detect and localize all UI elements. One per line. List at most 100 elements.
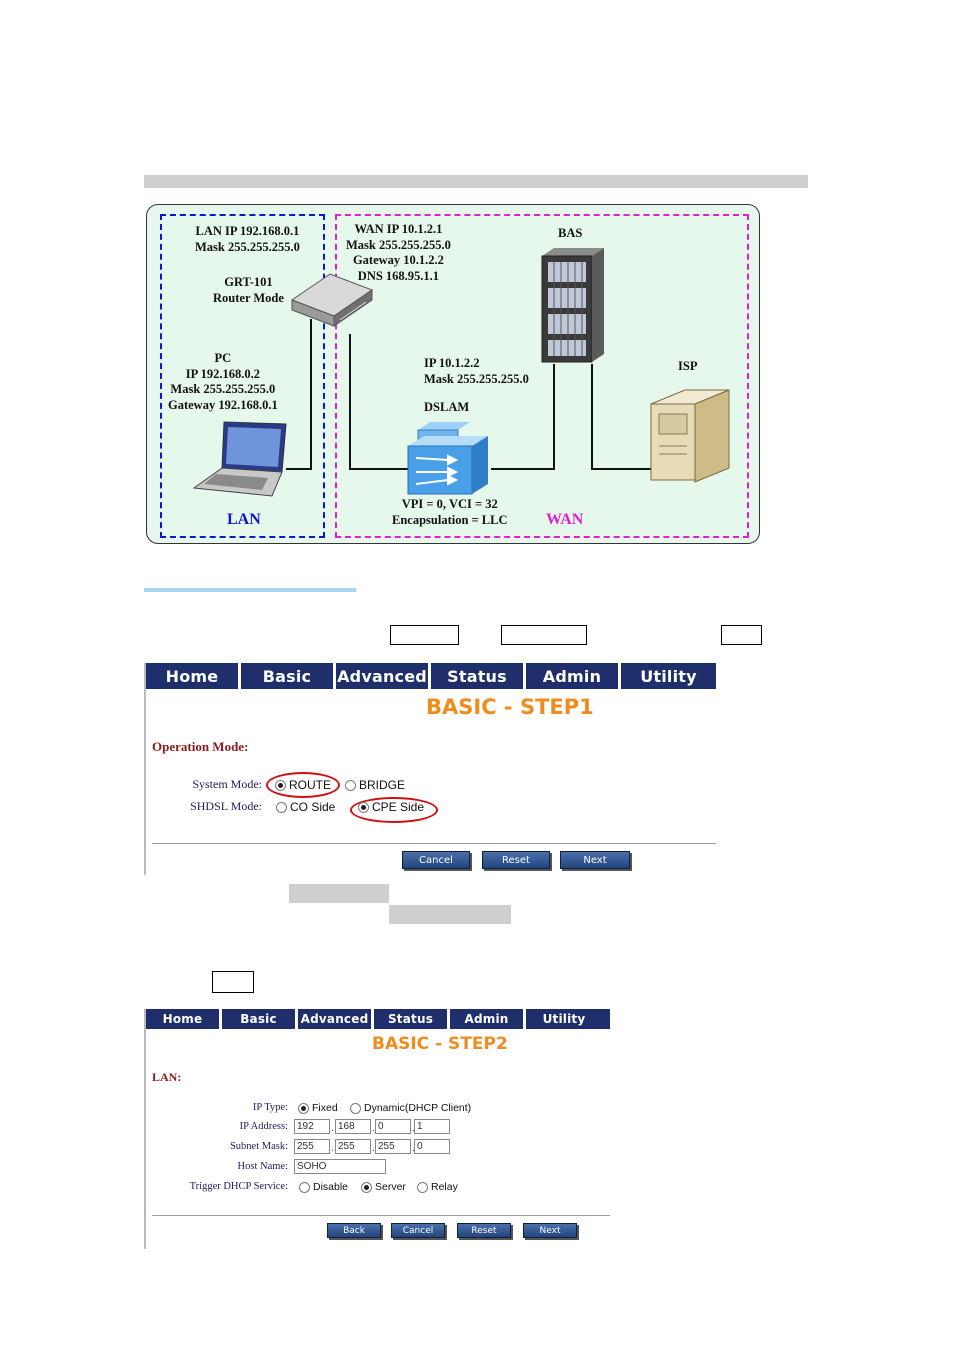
radio-icon (345, 779, 356, 791)
nav-utility[interactable]: Utility (542, 1012, 586, 1026)
wan-zone (335, 214, 749, 538)
ip-address-octet-3[interactable]: 0 (375, 1119, 411, 1134)
shdsl-mode-cpe-side[interactable]: CPE Side (358, 800, 424, 814)
section-header-bar (144, 175, 808, 188)
router-dslam-link (349, 334, 408, 470)
cancel-button[interactable]: Cancel (391, 1223, 445, 1238)
nav-home[interactable]: Home (146, 1009, 222, 1029)
dot-separator: . (331, 1123, 334, 1134)
nav-status[interactable]: Status (431, 663, 526, 689)
pc-router-link (286, 319, 312, 470)
dhcp-relay[interactable]: Relay (417, 1181, 458, 1193)
radio-selected-icon (358, 801, 369, 813)
radio-selected-icon (275, 779, 286, 791)
subnet-mask-octet-2[interactable]: 255 (335, 1139, 371, 1154)
nav-admin[interactable]: Admin (450, 1009, 526, 1029)
lan-zone (160, 214, 325, 538)
page-title: BASIC - STEP2 (372, 1034, 508, 1054)
highlighted-text-2 (389, 905, 511, 924)
cancel-button[interactable]: Cancel (402, 851, 470, 869)
wan-ip-label: WAN IP 10.1.2.1 Mask 255.255.255.0 Gatew… (346, 222, 451, 283)
section-title: LAN: (152, 1070, 182, 1084)
dhcp-server[interactable]: Server (361, 1181, 406, 1193)
diagram-connections (192, 248, 730, 497)
nav-utility[interactable]: Utility (640, 666, 697, 686)
nav-status[interactable]: Status (374, 1009, 450, 1029)
next-button[interactable]: Next (523, 1223, 577, 1238)
nav-admin[interactable]: Admin (526, 663, 621, 689)
dot-separator: . (372, 1123, 375, 1134)
dhcp-service-label: Trigger DHCP Service: (189, 1181, 288, 1192)
highlighted-text-1 (289, 884, 389, 903)
radio-icon (417, 1181, 428, 1193)
dslam-icon (407, 422, 488, 495)
top-nav: Home Basic Advanced Status Admin Utility (146, 663, 716, 689)
divider (152, 843, 716, 844)
shdsl-mode-label: SHDSL Mode: (190, 799, 262, 813)
top-nav: Home Basic Advanced Status Admin Utility (146, 1009, 610, 1029)
boxed-reference-3 (721, 625, 762, 645)
radio-selected-icon (298, 1102, 309, 1114)
radio-icon (276, 801, 287, 813)
bas-isp-link (591, 364, 651, 470)
router-label: GRT-101 Router Mode (213, 275, 284, 305)
dot-separator: . (331, 1143, 334, 1154)
dot-separator: . (372, 1143, 375, 1154)
subnet-mask-octet-1[interactable]: 255 (294, 1139, 330, 1154)
nav-basic[interactable]: Basic (222, 1009, 298, 1029)
nav-advanced[interactable]: Advanced (298, 1009, 374, 1029)
lan-zone-label: LAN (227, 511, 261, 528)
highlight-oval (350, 797, 438, 823)
router-icon (290, 273, 374, 327)
ip-type-fixed[interactable]: Fixed (298, 1102, 338, 1114)
reset-button[interactable]: Reset (482, 851, 550, 869)
dhcp-disable[interactable]: Disable (299, 1181, 348, 1193)
host-name-label: Host Name: (237, 1161, 288, 1172)
ip-address-octet-4[interactable]: 1 (414, 1119, 450, 1134)
laptop-icon (192, 421, 287, 497)
next-button[interactable]: Next (560, 851, 630, 869)
radio-selected-icon (361, 1181, 372, 1193)
dslam-label: DSLAM (424, 400, 470, 414)
vpi-vci-label: VPI = 0, VCI = 32 Encapsulation = LLC (392, 497, 508, 527)
isp-server-icon (650, 389, 730, 483)
ip-type-dynamic[interactable]: Dynamic(DHCP Client) (350, 1102, 471, 1114)
system-mode-label: System Mode: (192, 777, 262, 791)
host-name-input[interactable]: SOHO (294, 1159, 386, 1174)
boxed-reference-2 (501, 625, 587, 645)
subnet-mask-octet-3[interactable]: 255 (375, 1139, 411, 1154)
lan-ip-label: LAN IP 192.168.0.1 Mask 255.255.255.0 (195, 224, 300, 254)
wan-zone-label: WAN (546, 511, 584, 528)
nav-advanced[interactable]: Advanced (336, 663, 431, 689)
system-mode-route[interactable]: ROUTE (275, 778, 331, 792)
dot-separator: . (412, 1143, 415, 1154)
ip-type-label: IP Type: (252, 1102, 288, 1113)
bas-server-icon (541, 248, 604, 363)
nav-home[interactable]: Home (146, 663, 241, 689)
back-button[interactable]: Back (327, 1223, 381, 1238)
dot-separator: . (412, 1123, 415, 1134)
page-title: BASIC - STEP1 (426, 695, 594, 719)
ip-address-label: IP Address: (239, 1121, 288, 1132)
subnet-mask-label: Subnet Mask: (229, 1141, 288, 1152)
system-mode-bridge[interactable]: BRIDGE (345, 778, 405, 792)
radio-icon (350, 1102, 361, 1114)
reset-button[interactable]: Reset (457, 1223, 511, 1238)
divider (152, 1215, 610, 1216)
shdsl-mode-co-side[interactable]: CO Side (276, 800, 335, 814)
dslam-bas-link (491, 364, 555, 470)
boxed-reference-1 (390, 625, 459, 645)
subnet-mask-octet-4[interactable]: 0 (414, 1139, 450, 1154)
boxed-reference-4 (212, 971, 254, 993)
ip-address-octet-2[interactable]: 168 (335, 1119, 371, 1134)
dslam-ip-label: IP 10.1.2.2 Mask 255.255.255.0 (424, 356, 529, 386)
pc-label: PC IP 192.168.0.2 Mask 255.255.255.0 Gat… (168, 351, 278, 412)
section-title: Operation Mode: (152, 739, 249, 754)
ip-address-octet-1[interactable]: 192 (294, 1119, 330, 1134)
basic-step2-screenshot: Home Basic Advanced Status Admin Utility… (144, 1009, 610, 1249)
basic-step1-screenshot: Home Basic Advanced Status Admin Utility… (144, 663, 716, 875)
isp-label: ISP (678, 359, 698, 373)
section-divider (144, 588, 356, 592)
bas-label: BAS (558, 226, 583, 240)
nav-basic[interactable]: Basic (241, 663, 336, 689)
